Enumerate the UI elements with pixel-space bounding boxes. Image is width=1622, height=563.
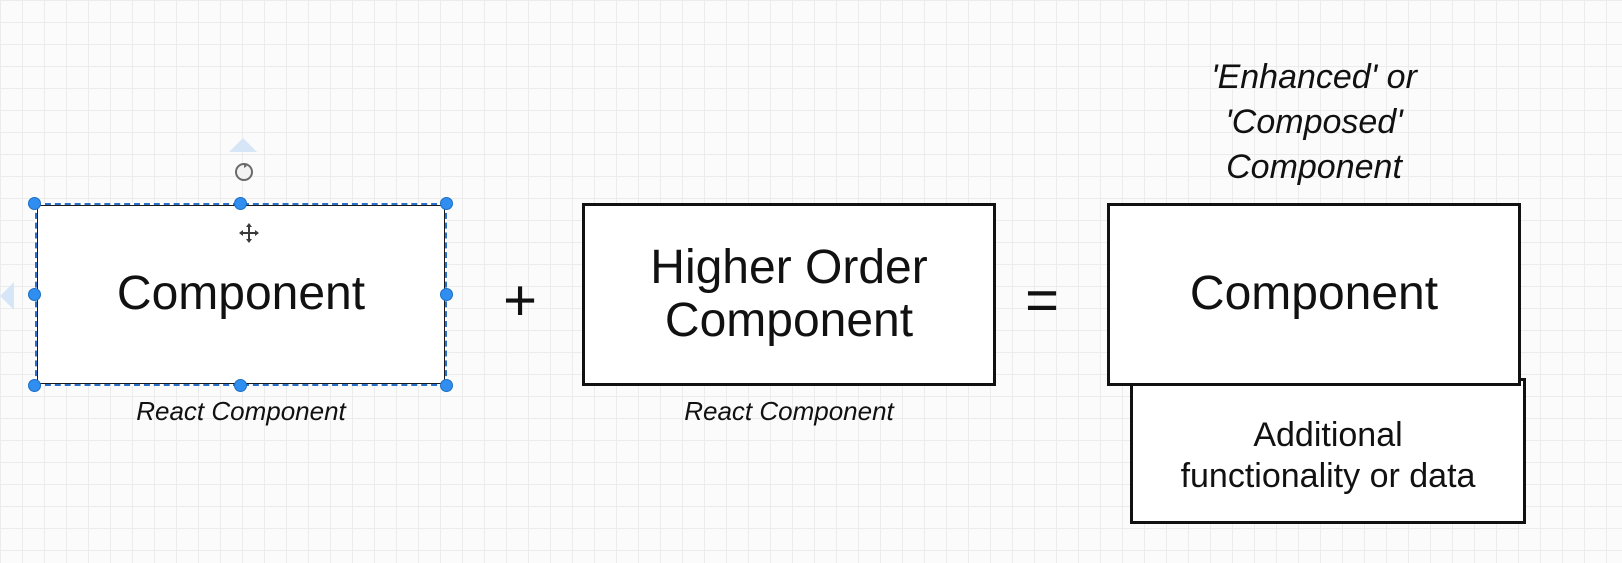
higher-order-component-label: Higher Order Component xyxy=(650,240,928,347)
source-component-caption: React Component xyxy=(136,396,346,426)
additional-functionality-label: Additional functionality or data xyxy=(1180,416,1476,495)
rotate-icon[interactable] xyxy=(231,158,257,184)
plus-operator: + xyxy=(503,268,537,333)
resize-handle-top-middle[interactable] xyxy=(234,197,247,210)
up-hint-arrow-icon xyxy=(229,138,257,152)
resize-handle-top-right[interactable] xyxy=(440,197,453,210)
resize-handle-middle-left[interactable] xyxy=(28,288,41,301)
result-component-box[interactable]: Component xyxy=(1107,203,1521,386)
resize-handle-bottom-middle[interactable] xyxy=(234,379,247,392)
left-hint-arrow-icon xyxy=(0,282,14,310)
source-component-label: Component xyxy=(116,267,366,321)
higher-order-component-caption: React Component xyxy=(684,396,894,426)
result-component-label: Component xyxy=(1189,267,1439,321)
resize-handle-middle-right[interactable] xyxy=(440,288,453,301)
resize-handle-bottom-right[interactable] xyxy=(440,379,453,392)
result-component-title: 'Enhanced' or 'Composed' Component xyxy=(1211,58,1417,186)
resize-handle-bottom-left[interactable] xyxy=(28,379,41,392)
equals-operator: = xyxy=(1025,268,1059,333)
additional-functionality-box[interactable]: Additional functionality or data xyxy=(1130,378,1526,524)
higher-order-component-box[interactable]: Higher Order Component xyxy=(582,203,996,386)
move-icon[interactable] xyxy=(238,222,260,244)
resize-handle-top-left[interactable] xyxy=(28,197,41,210)
